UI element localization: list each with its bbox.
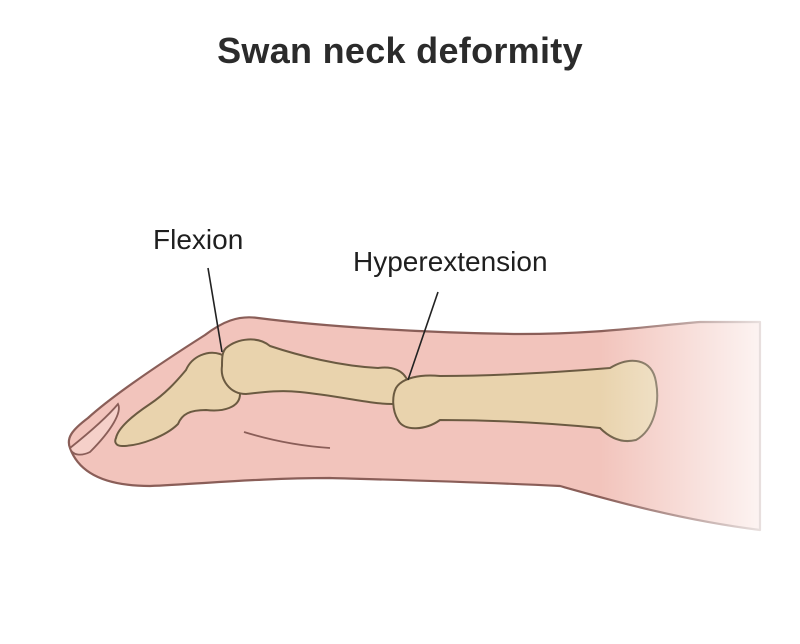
hyperextension-leader-line (407, 291, 439, 381)
flexion-leader-line (207, 267, 223, 353)
fade-overlay (600, 300, 800, 560)
flexion-label: Flexion (153, 224, 244, 255)
hyperextension-label: Hyperextension (353, 246, 548, 277)
middle-phalanx-bone (220, 338, 410, 406)
fingernail (68, 402, 120, 456)
finger-crease (243, 431, 331, 449)
diagram-title: Swan neck deformity (217, 30, 583, 71)
